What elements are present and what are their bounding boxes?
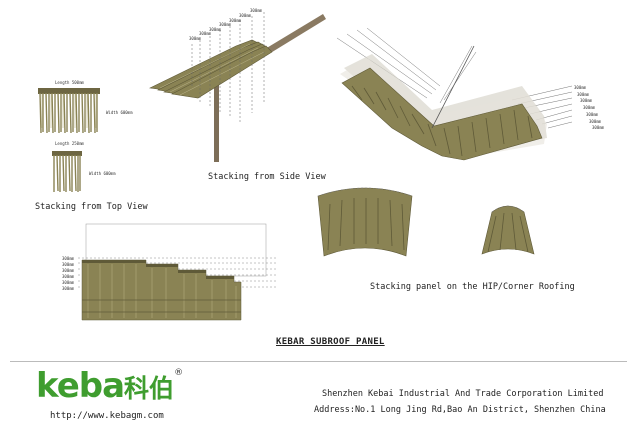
side-view-caption: Stacking from Side View [208, 172, 326, 182]
front-spacing-label-5: 300mm [62, 280, 75, 285]
small-panel-width-label: Width 600mm [89, 171, 116, 176]
side-spacing-label-2: 300mm [199, 31, 212, 36]
company-name: Shenzhen Kebai Industrial And Trade Corp… [322, 389, 604, 399]
hip-caption: Stacking panel on the HIP/Corner Roofing [370, 282, 575, 292]
hip-spacing-label-6: 300mm [589, 119, 602, 124]
front-spacing-label-2: 300mm [62, 262, 75, 267]
hip-spacing-label-4: 300mm [583, 105, 596, 110]
hip-spacing-label-2: 300mm [577, 92, 590, 97]
front-spacing-label-6: 300mm [62, 286, 75, 291]
hip-spacing-label-7: 300mm [592, 125, 605, 130]
logo-wordmark: keba [36, 366, 125, 406]
website-link[interactable]: http://www.kebagm.com [50, 411, 164, 421]
hip-corner-diagram [336, 28, 573, 161]
top-view-caption: Stacking from Top View [35, 202, 148, 212]
front-spacing-label-4: 300mm [62, 274, 75, 279]
hip-spacing-label-5: 300mm [586, 112, 599, 117]
front-spacing-label-1: 300mm [62, 256, 75, 261]
curved-panel-small [481, 205, 535, 255]
side-spacing-label-1: 300mm [189, 36, 202, 41]
side-spacing-label-5: 300mm [229, 18, 242, 23]
footer-divider [10, 361, 627, 362]
side-spacing-label-6: 300mm [239, 13, 252, 18]
big-panel-length-label: Length 500mm [55, 80, 84, 85]
side-spacing-label-3: 300mm [209, 27, 222, 32]
hip-spacing-label-1: 300mm [574, 85, 587, 90]
logo-chinese: 科伯 [124, 374, 175, 403]
hip-spacing-label-3: 300mm [580, 98, 593, 103]
side-view-diagram [148, 12, 326, 162]
page-title: KEBAR SUBROOF PANEL [276, 337, 385, 347]
stacked-front-view [78, 223, 276, 321]
big-thatch-panel [38, 88, 100, 134]
company-address: Address:No.1 Long Jing Rd,Bao An Distric… [314, 405, 606, 415]
brand-logo: keba科伯® [36, 366, 183, 406]
small-thatch-panel [52, 151, 82, 192]
small-panel-length-label: Length 250mm [55, 141, 84, 146]
curved-panel-large [317, 187, 413, 257]
registered-mark: ® [174, 368, 184, 378]
front-spacing-label-3: 300mm [62, 268, 75, 273]
side-spacing-label-7: 300mm [250, 8, 263, 13]
big-panel-width-label: Width 600mm [106, 110, 133, 115]
side-spacing-label-4: 300mm [219, 22, 232, 27]
